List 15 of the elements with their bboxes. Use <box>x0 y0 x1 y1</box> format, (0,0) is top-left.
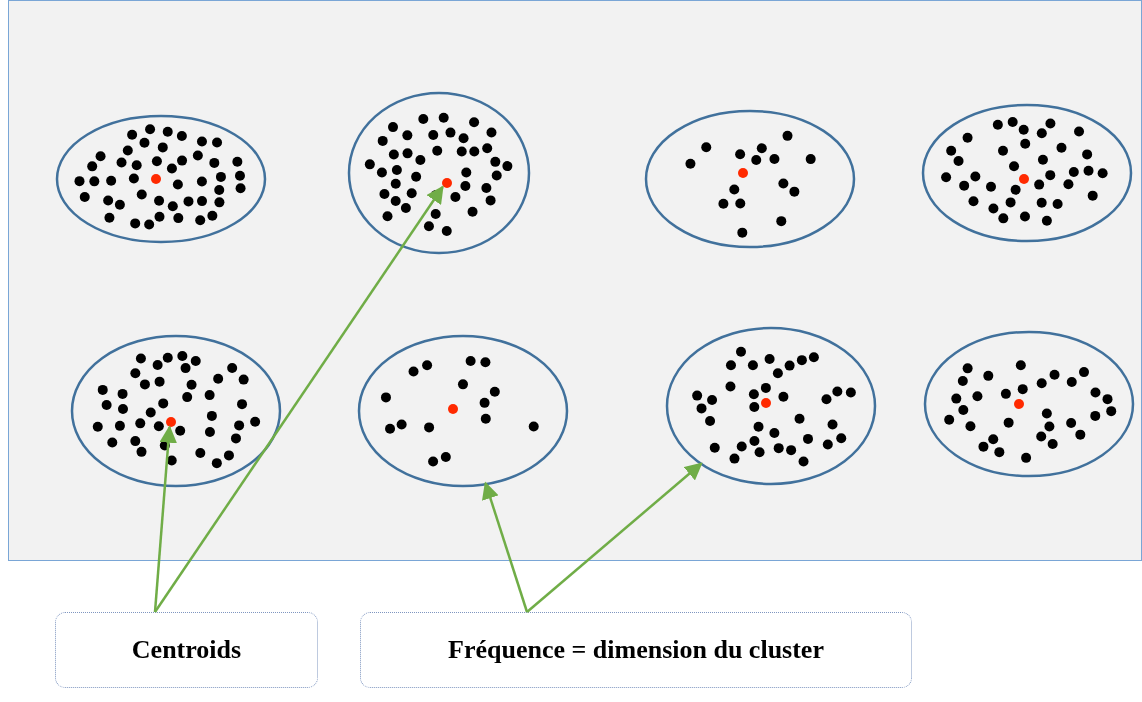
centroid-dot <box>761 398 771 408</box>
leader-arrow <box>153 185 444 613</box>
centroid-dot <box>738 168 748 178</box>
centroid-dot <box>151 174 161 184</box>
leader-arrow <box>153 425 177 613</box>
centroid-dot <box>1014 399 1024 409</box>
panel-background <box>8 0 1142 561</box>
callout-text: Fréquence = dimension du cluster <box>448 635 824 665</box>
leader-arrow <box>526 462 703 613</box>
centroid-dot <box>1019 174 1029 184</box>
centroid-dot <box>442 178 452 188</box>
leader-arrow <box>482 481 529 613</box>
centroid-dot <box>448 404 458 414</box>
centroid-dot <box>166 417 176 427</box>
callout-text: Centroids <box>131 635 242 665</box>
